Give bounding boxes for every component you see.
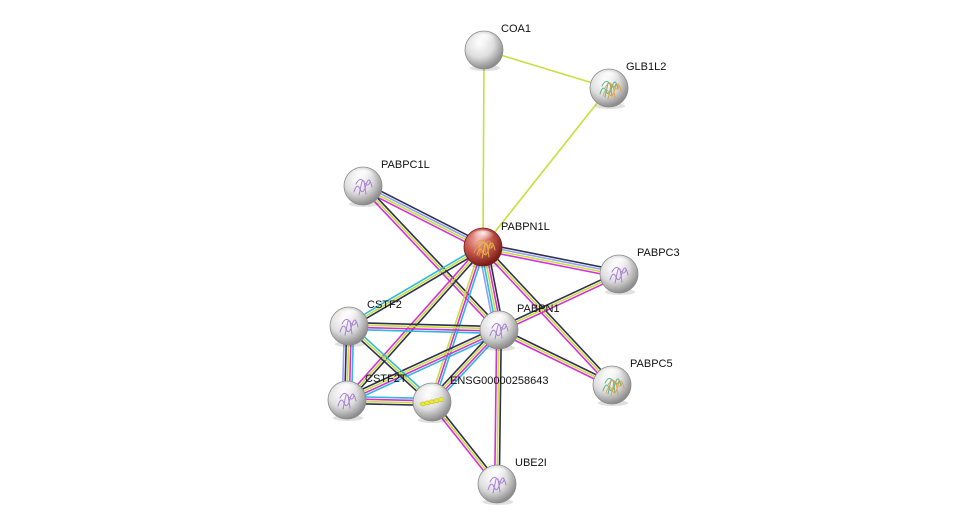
node-highlight: [420, 385, 444, 400]
edge-pabpn1l-pabpc5[interactable]: [480, 244, 615, 388]
edge-evidence-coexpression: [482, 242, 621, 272]
edge-evidence-databases: [347, 332, 502, 404]
edge-evidence-textmining: [482, 87, 610, 248]
edge-evidence-coexpression: [363, 183, 502, 330]
edge-evidence-databases: [348, 328, 500, 335]
nodes-layer: [327, 30, 639, 505]
edge-evidence-textmining: [362, 185, 500, 331]
edge-pabpc1l-pabpn1[interactable]: [360, 183, 502, 333]
node-highlight: [335, 383, 359, 398]
edge-pabpn1-ube2i[interactable]: [493, 329, 503, 485]
node-label-cstf2t: CSTF2T: [365, 373, 407, 385]
edge-evidence-coexpression: [348, 321, 500, 328]
edge-evidence-textmining: [498, 273, 620, 331]
node-highlight: [487, 313, 511, 328]
node-label-pabpc1l: PABPC1L: [381, 159, 430, 171]
node-glb1l2[interactable]: [589, 68, 629, 109]
node-label-ensg00000258643: ENSG00000258643: [450, 375, 548, 387]
edge-evidence-coexpression: [497, 271, 619, 329]
edge-evidence-textmining: [346, 246, 484, 401]
node-highlight: [472, 33, 496, 48]
protein-structure-icon: [476, 241, 496, 259]
edge-evidence-textmining: [483, 49, 610, 89]
node-highlight: [607, 257, 631, 272]
protein-structure-icon: [605, 379, 625, 397]
node-highlight: [471, 230, 495, 245]
node-label-pabpc5: PABPC5: [630, 358, 673, 370]
node-pabpn1[interactable]: [479, 310, 519, 351]
edge-glb1l2-pabpn1l[interactable]: [482, 87, 610, 248]
edge-evidence-homology: [362, 184, 485, 247]
node-highlight: [351, 169, 375, 184]
node-label-cstf2: CSTF2: [367, 299, 402, 311]
edge-evidence-coexpression: [498, 329, 503, 485]
edge-evidence-experiments: [346, 330, 501, 402]
edge-evidence-experiments: [344, 244, 483, 400]
edge-evidence-experiments: [480, 247, 612, 388]
node-pabpc1l[interactable]: [343, 166, 383, 207]
edge-evidence-experiments: [360, 188, 483, 251]
node-label-pabpn1l: PABPN1L: [501, 221, 550, 233]
edge-evidence-databases: [347, 244, 483, 325]
node-pabpc3[interactable]: [599, 254, 639, 295]
node-cstf2t[interactable]: [327, 380, 367, 421]
protein-structure-icon: [602, 82, 622, 100]
edge-evidence-experiments: [493, 329, 498, 485]
edge-evidence-textmining: [348, 246, 484, 327]
edge-evidence-coexpression: [363, 182, 486, 245]
edge-pabpn1-pabpc3[interactable]: [497, 271, 621, 333]
node-highlight: [597, 71, 621, 86]
edge-pabpn1l-cstf2[interactable]: [347, 244, 485, 329]
edge-evidence-textmining: [481, 247, 620, 276]
node-highlight: [600, 368, 624, 383]
edge-evidence-homology: [482, 245, 621, 274]
node-label-coa1: COA1: [501, 23, 531, 35]
edge-coa1-glb1l2[interactable]: [483, 49, 610, 89]
edge-evidence-experiments: [481, 249, 620, 279]
node-label-ube2i: UBE2I: [515, 457, 547, 469]
node-highlight: [485, 467, 509, 482]
edge-evidence-coexpression: [483, 244, 615, 385]
node-coa1[interactable]: [464, 30, 504, 71]
node-ube2i[interactable]: [477, 464, 517, 505]
edge-evidence-textmining: [348, 324, 500, 330]
edge-evidence-textmining: [496, 329, 500, 485]
edge-evidence-textmining: [429, 245, 482, 403]
edge-evidence-experiments: [348, 326, 500, 332]
edge-pabpc1l-pabpn1l[interactable]: [360, 182, 486, 251]
node-ensg00000258643[interactable]: [412, 382, 452, 423]
node-label-glb1l2: GLB1L2: [626, 61, 666, 73]
edge-evidence-coexpression: [499, 327, 614, 384]
edge-evidence-experiments: [431, 246, 484, 403]
edge-pabpn1-pabpc5[interactable]: [497, 327, 614, 388]
node-pabpc5[interactable]: [592, 365, 632, 406]
edge-pabpn1-cstf2t[interactable]: [344, 326, 502, 404]
edge-evidence-textmining: [361, 186, 484, 249]
edge-evidence-textmining: [482, 246, 613, 386]
edge-evidence-experiments: [497, 331, 612, 388]
edge-evidence-coexpression: [344, 326, 499, 398]
edge-evidence-experiments: [499, 275, 621, 333]
edge-evidence-coexpression: [349, 248, 485, 329]
edge-evidence-textmining: [345, 328, 500, 400]
edge-evidence-textmining: [498, 329, 613, 386]
edge-coa1-pabpn1l[interactable]: [482, 49, 485, 248]
node-highlight: [337, 309, 361, 324]
helix-segment-icon: [437, 397, 445, 402]
node-cstf2[interactable]: [329, 306, 369, 347]
edge-pabpn1-cstf2[interactable]: [348, 321, 500, 335]
edge-pabpn1l-pabpc3[interactable]: [481, 242, 621, 279]
node-label-pabpc3: PABPC3: [637, 247, 680, 259]
edge-evidence-experiments: [360, 186, 499, 333]
node-label-pabpn1: PABPN1: [517, 303, 560, 315]
node-pabpn1l[interactable]: [463, 227, 503, 268]
edge-evidence-textmining: [482, 49, 485, 248]
